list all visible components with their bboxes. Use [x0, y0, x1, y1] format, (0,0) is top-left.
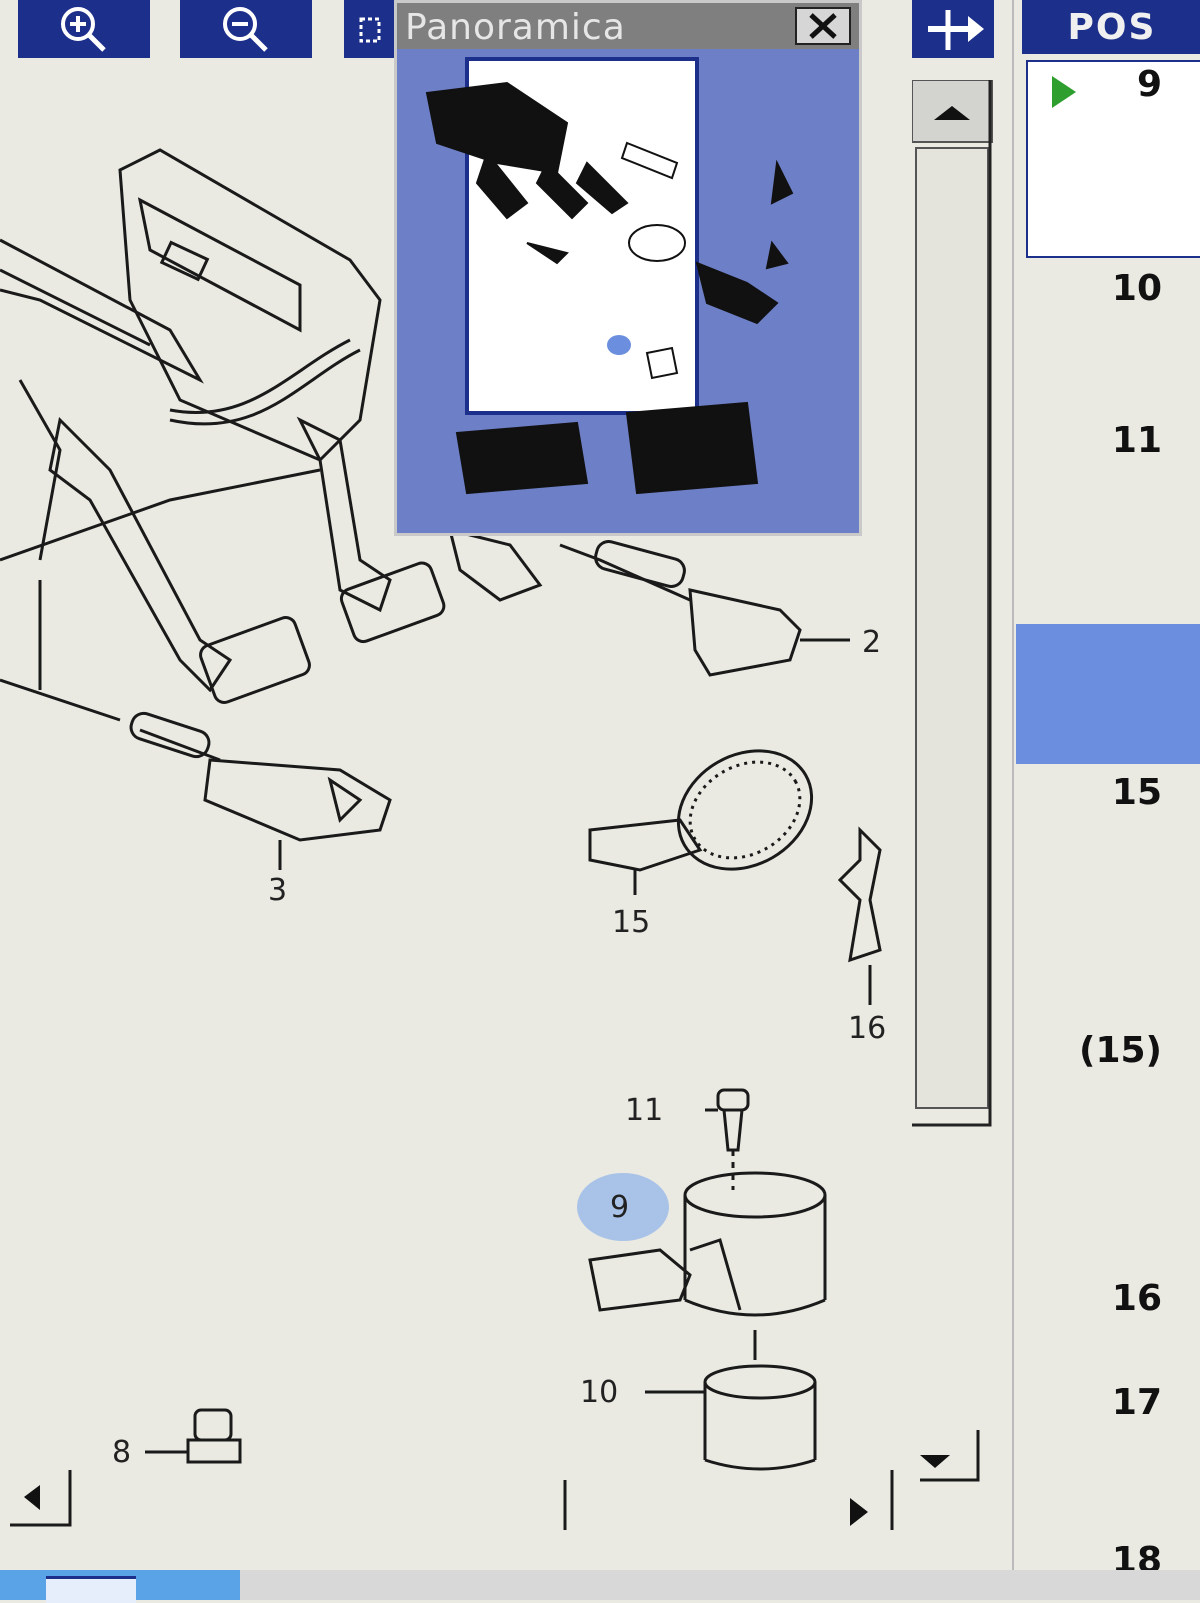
scroll-left-icon	[24, 1485, 40, 1510]
callout-16: 16	[848, 1011, 886, 1046]
pos-list-item-highlighted[interactable]	[1016, 624, 1200, 764]
pos-list-item-partial-clip: 18	[1082, 1540, 1162, 1570]
callout-9-highlight	[577, 1173, 669, 1241]
mounting-tube	[0, 238, 204, 384]
panorama-close-button[interactable]	[795, 7, 851, 45]
part-2-switch	[559, 540, 850, 677]
pos-list-item[interactable]: 9	[1136, 64, 1162, 105]
callout-2: 2	[862, 625, 881, 660]
callout-9[interactable]: 9	[610, 1190, 629, 1225]
part-3-switch	[129, 711, 392, 870]
part-9-sensor	[588, 1171, 827, 1360]
parts-diagram: 2 3 15 16 11 9	[0, 148, 894, 1530]
part-8-nut	[145, 1408, 242, 1464]
pedal-box-bracket	[118, 148, 382, 462]
part-11-screw	[705, 1088, 750, 1190]
brake-pedal	[296, 416, 392, 613]
navigate-icon	[928, 10, 984, 50]
callout-10: 10	[580, 1375, 618, 1410]
play-arrow-icon	[1052, 76, 1076, 108]
clutch-pedal	[48, 416, 233, 693]
pos-list-item[interactable]: 10	[1111, 268, 1162, 309]
pos-list-item[interactable]: 11	[1111, 420, 1162, 461]
taskbar-strip	[240, 1570, 1200, 1600]
panorama-window[interactable]: Panoramica	[394, 0, 862, 536]
pos-list-item-selected[interactable]	[1026, 60, 1200, 258]
vertical-scrollbar[interactable]	[912, 80, 994, 1130]
panorama-title: Panoramica	[405, 7, 626, 48]
pos-list-item[interactable]: 17	[1111, 1382, 1162, 1423]
zoom-in-icon	[61, 7, 106, 52]
scroll-right-icon	[850, 1498, 868, 1526]
pos-list-item[interactable]: 16	[1111, 1278, 1162, 1319]
panorama-title-bar[interactable]: Panoramica	[397, 3, 859, 49]
panorama-thumbnail[interactable]	[397, 53, 859, 533]
callout-8: 8	[112, 1435, 131, 1470]
zoom-out-icon	[223, 7, 268, 52]
part-15-switch	[588, 749, 814, 895]
close-icon	[809, 13, 837, 39]
selection-icon	[359, 17, 381, 43]
accelerator-pedal	[447, 527, 543, 602]
pos-list-item-partial[interactable]: 18	[1111, 1540, 1162, 1570]
pos-list-item[interactable]: (15)	[1078, 1030, 1162, 1071]
pos-header: POS	[1022, 0, 1200, 54]
taskbar-button[interactable]	[46, 1576, 136, 1603]
taskbar	[0, 1570, 1200, 1603]
part-16-clip	[837, 826, 882, 1005]
zoom-in-button[interactable]	[18, 0, 150, 58]
callout-3: 3	[268, 873, 287, 908]
navigate-button[interactable]	[912, 0, 994, 58]
position-list-panel: POS 9 10 11 15 (15) 16 17 18	[1012, 0, 1200, 1600]
scroll-down-button[interactable]	[900, 1420, 990, 1490]
callout-15: 15	[612, 905, 650, 940]
zoom-out-button[interactable]	[180, 0, 312, 58]
part-10-cup	[645, 1364, 817, 1471]
scroll-thumb	[915, 147, 989, 1109]
pos-list-item[interactable]: 15	[1111, 772, 1162, 813]
callout-11: 11	[625, 1093, 663, 1128]
scroll-down-icon	[920, 1455, 950, 1468]
horizontal-scrollbar[interactable]	[10, 1470, 894, 1530]
selection-button[interactable]	[344, 0, 396, 58]
scroll-up-icon	[934, 106, 970, 120]
